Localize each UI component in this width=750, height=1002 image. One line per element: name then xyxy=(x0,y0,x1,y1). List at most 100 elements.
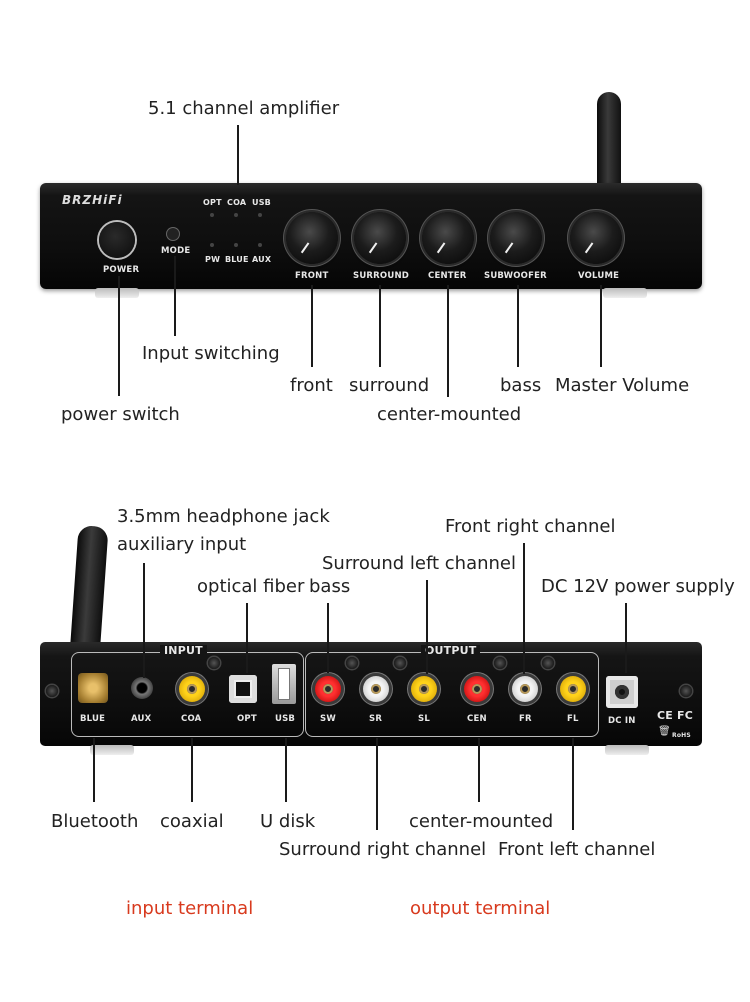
output-group-label: OUTPUT xyxy=(421,645,481,656)
sw-output-jack[interactable] xyxy=(315,676,341,702)
front-right-annotation: Front right channel xyxy=(445,516,616,537)
led-label-opt: OPT xyxy=(203,198,222,207)
surround-left-annotation: Surround left channel xyxy=(322,553,517,574)
leader-line xyxy=(174,256,176,336)
leader-line xyxy=(523,543,525,674)
led-indicator xyxy=(210,213,214,217)
leader-line xyxy=(379,285,381,367)
power-button[interactable] xyxy=(99,222,135,258)
power-label: POWER xyxy=(103,265,140,275)
surround-right-annotation: Surround right channel xyxy=(279,839,487,860)
sl-output-jack[interactable] xyxy=(411,676,437,702)
fr-output-jack[interactable] xyxy=(512,676,538,702)
bass-annotation: bass xyxy=(500,375,542,396)
leader-line xyxy=(447,285,449,397)
leader-line xyxy=(478,738,480,802)
led-label-aux: AUX xyxy=(252,255,272,264)
auxiliary-input-annotation: auxiliary input xyxy=(117,534,247,555)
led-indicator xyxy=(234,213,238,217)
port-label-usb: USB xyxy=(275,714,296,724)
led-label-blue: BLUE xyxy=(225,255,249,264)
front-annotation: front xyxy=(290,375,333,396)
port-label-cen: CEN xyxy=(467,714,487,724)
bluetooth-connector[interactable] xyxy=(78,673,108,703)
port-label-sr: SR xyxy=(369,714,383,724)
front-foot-left xyxy=(95,288,139,298)
port-label-aux: AUX xyxy=(131,714,152,724)
leader-line xyxy=(285,738,287,802)
coaxial-annotation: coaxial xyxy=(160,811,224,832)
led-indicator xyxy=(258,243,262,247)
rear-foot-left xyxy=(90,745,134,755)
headphone-jack-annotation: 3.5mm headphone jack xyxy=(117,506,330,527)
leader-line xyxy=(625,603,627,673)
leader-line xyxy=(376,738,378,830)
front-left-annotation: Front left channel xyxy=(498,839,656,860)
center-knob[interactable] xyxy=(422,212,474,264)
sr-output-jack[interactable] xyxy=(363,676,389,702)
leader-line xyxy=(237,125,239,185)
fl-output-jack[interactable] xyxy=(560,676,586,702)
screw xyxy=(680,685,692,697)
center-output-annotation: center-mounted xyxy=(409,811,554,832)
port-label-coa: COA xyxy=(181,714,202,724)
dc-in-label: DC IN xyxy=(608,716,636,726)
brand-logo: BRZHiFi xyxy=(62,193,123,207)
surround-annotation: surround xyxy=(349,375,430,396)
front-foot-right xyxy=(603,288,647,298)
cert-marks: CE FC xyxy=(657,709,694,722)
screw xyxy=(394,657,406,669)
led-indicator xyxy=(234,243,238,247)
screw xyxy=(346,657,358,669)
leader-line xyxy=(191,738,193,802)
optical-fiber-annotation: optical fiber xyxy=(197,576,305,597)
led-indicator xyxy=(258,213,262,217)
leader-line xyxy=(572,738,574,830)
knob-label-center: CENTER xyxy=(428,271,467,281)
input-group-label: INPUT xyxy=(160,645,207,656)
led-label-usb: USB xyxy=(252,198,271,207)
volume-knob[interactable] xyxy=(570,212,622,264)
leader-line xyxy=(246,603,248,673)
leader-line xyxy=(426,580,428,674)
leader-line xyxy=(600,285,602,367)
aux-jack[interactable] xyxy=(131,677,153,699)
leader-line xyxy=(517,285,519,367)
coaxial-jack[interactable] xyxy=(179,676,205,702)
rear-foot-right xyxy=(605,745,649,755)
title-annotation: 5.1 channel amplifier xyxy=(148,98,340,119)
knob-label-subwoofer: SUBWOOFER xyxy=(484,271,547,281)
dc-power-annotation: DC 12V power supply xyxy=(541,576,735,597)
port-label-sw: SW xyxy=(320,714,336,724)
rohs-mark: RoHS xyxy=(672,732,691,739)
power-switch-annotation: power switch xyxy=(61,404,180,425)
port-label-sl: SL xyxy=(418,714,430,724)
u-disk-annotation: U disk xyxy=(260,811,316,832)
front-antenna xyxy=(597,92,621,190)
mode-button[interactable] xyxy=(167,228,179,240)
cen-output-jack[interactable] xyxy=(464,676,490,702)
screw xyxy=(208,657,220,669)
bluetooth-annotation: Bluetooth xyxy=(51,811,139,832)
surround-knob[interactable] xyxy=(354,212,406,264)
mode-label: MODE xyxy=(161,246,191,256)
subwoofer-knob[interactable] xyxy=(490,212,542,264)
leader-line xyxy=(327,603,329,673)
led-label-coa: COA xyxy=(227,198,247,207)
port-label-fr: FR xyxy=(519,714,532,724)
knob-label-front: FRONT xyxy=(295,271,329,281)
center-mounted-annotation: center-mounted xyxy=(377,404,522,425)
led-indicator xyxy=(210,243,214,247)
usb-port[interactable] xyxy=(272,664,296,704)
dc-in-port[interactable] xyxy=(606,676,638,708)
weee-bin-icon: 🗑 xyxy=(658,726,671,737)
bass-output-annotation: bass xyxy=(309,576,351,597)
front-knob[interactable] xyxy=(286,212,338,264)
input-terminal-annotation: input terminal xyxy=(126,898,254,919)
optical-port[interactable] xyxy=(229,675,257,703)
rear-antenna xyxy=(69,525,109,659)
port-label-fl: FL xyxy=(567,714,579,724)
input-switching-annotation: Input switching xyxy=(142,343,280,364)
leader-line xyxy=(93,738,95,802)
master-volume-annotation: Master Volume xyxy=(555,375,690,396)
